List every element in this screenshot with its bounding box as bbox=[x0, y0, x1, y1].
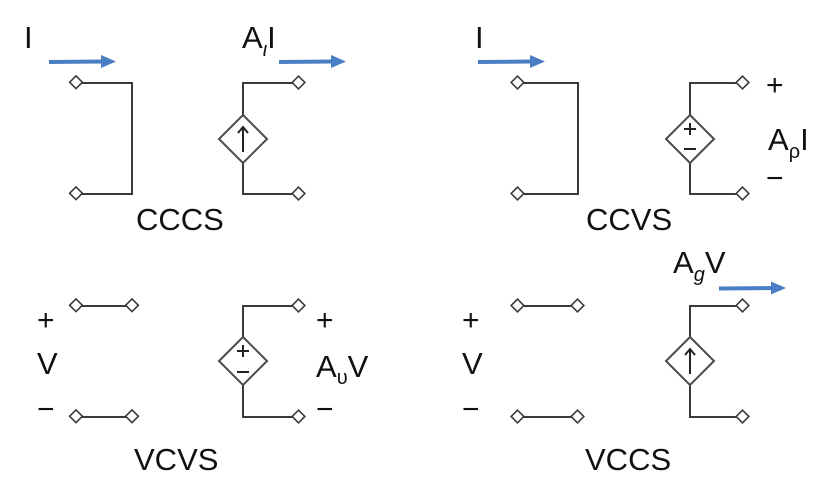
input-voltage-label: V bbox=[37, 346, 58, 381]
vccs-title: VCCS bbox=[585, 442, 671, 477]
output-terminal-top bbox=[291, 75, 306, 90]
panel-ccvs: I + AρI − CCVS bbox=[475, 20, 809, 237]
input-short-wire bbox=[81, 82, 133, 195]
input-terminal-bottom bbox=[510, 186, 525, 201]
output-wire-bottom bbox=[689, 163, 738, 195]
input-terminal-top-left bbox=[510, 298, 525, 313]
input-terminal-top bbox=[510, 75, 525, 90]
dependent-current-source-icon bbox=[664, 335, 716, 387]
input-terminal-bottom-left bbox=[68, 408, 84, 424]
output-wire-bottom bbox=[242, 385, 294, 418]
input-current-arrow-icon bbox=[477, 55, 545, 68]
output-current-arrow-icon bbox=[718, 281, 786, 295]
output-plus-sign: + bbox=[316, 304, 334, 337]
input-terminal-top-right bbox=[124, 297, 140, 313]
output-minus-sign: − bbox=[316, 393, 334, 426]
panel-cccs: I AιI CCCS bbox=[24, 20, 346, 237]
dependent-voltage-source-icon bbox=[217, 335, 269, 387]
input-voltage-label: V bbox=[462, 346, 483, 381]
output-minus-sign: − bbox=[766, 162, 784, 195]
panel-vcvs: + V − + AυV − VCVS bbox=[37, 297, 369, 477]
output-wire-top bbox=[689, 305, 738, 337]
output-wire-top bbox=[242, 305, 294, 337]
input-minus-sign: − bbox=[37, 393, 55, 426]
vcvs-title: VCVS bbox=[134, 442, 218, 477]
output-gain-label: AιI bbox=[242, 20, 276, 61]
output-terminal-top bbox=[735, 75, 750, 90]
output-terminal-bottom bbox=[735, 409, 750, 424]
input-short-wire bbox=[523, 82, 579, 195]
input-plus-sign: + bbox=[37, 304, 55, 337]
input-terminal-bottom-right bbox=[570, 409, 585, 424]
output-gain-label: AυV bbox=[316, 349, 369, 389]
output-wire-bottom bbox=[689, 385, 738, 418]
output-plus-sign: + bbox=[766, 69, 784, 102]
output-current-arrow-icon bbox=[278, 55, 346, 68]
input-terminal-bottom bbox=[68, 185, 84, 201]
output-terminal-bottom bbox=[291, 186, 306, 201]
input-terminal-top-right bbox=[570, 298, 585, 313]
input-current-arrow-icon bbox=[48, 55, 116, 68]
input-minus-sign: − bbox=[462, 393, 480, 426]
output-terminal-bottom bbox=[735, 186, 750, 201]
output-terminal-top bbox=[735, 298, 750, 313]
output-wire-top bbox=[242, 82, 294, 115]
output-wire-top bbox=[689, 82, 738, 115]
panel-vccs: + V − AgV VCCS bbox=[462, 245, 786, 477]
input-plus-sign: + bbox=[462, 304, 480, 337]
dependent-voltage-source-icon bbox=[664, 113, 716, 165]
input-terminal-top bbox=[68, 74, 84, 90]
input-current-label: I bbox=[24, 20, 33, 55]
output-gain-label: AρI bbox=[768, 122, 809, 163]
ccvs-title: CCVS bbox=[586, 202, 672, 237]
input-terminal-top-left bbox=[68, 297, 84, 313]
input-current-label: I bbox=[475, 20, 484, 55]
output-gain-label: AgV bbox=[673, 245, 726, 286]
cccs-title: CCCS bbox=[136, 202, 224, 237]
output-terminal-bottom bbox=[291, 409, 306, 424]
output-wire-bottom bbox=[242, 163, 294, 195]
dependent-current-source-icon bbox=[217, 113, 269, 165]
input-terminal-bottom-left bbox=[510, 409, 525, 424]
output-terminal-top bbox=[291, 298, 306, 313]
input-terminal-bottom-right bbox=[124, 408, 140, 424]
